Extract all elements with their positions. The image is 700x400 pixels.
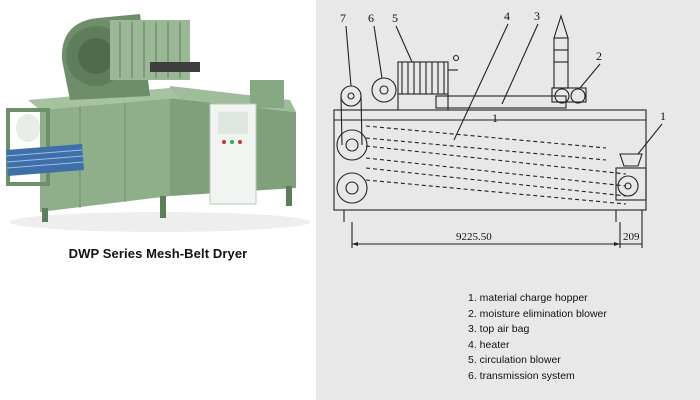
charge-hopper-1: [615, 167, 647, 201]
callout-6: 6: [368, 11, 374, 25]
dryer-schematic-diagram: 7 6 5 4 3 2 1 1 9225.50 209: [333, 9, 666, 248]
moisture-blower-2: [551, 87, 587, 103]
callout-1-outer: 1: [660, 109, 666, 123]
roller-bottom-left: [336, 172, 368, 204]
callout-2: 2: [596, 49, 602, 63]
callout-1-inner: 1: [492, 111, 498, 125]
callout-3: 3: [534, 9, 540, 23]
parts-legend: 1. material charge hopper 2. moisture el…: [468, 291, 607, 385]
heater-5: [397, 61, 449, 95]
callout-4: 4: [504, 9, 510, 23]
product-caption: DWP Series Mesh-Belt Dryer: [68, 246, 248, 261]
legend-item: 4. heater: [468, 338, 510, 351]
schematic-panel: 7 6 5 4 3 2 1 1 9225.50 209 1. material …: [316, 0, 700, 400]
legend-item: 1. material charge hopper: [468, 292, 588, 304]
top-air-bag-3: [435, 95, 567, 109]
circulation-blower-6: [371, 77, 397, 103]
pulley-7: [340, 85, 362, 107]
legend-item: 6. transmission system: [468, 369, 575, 382]
legend-item: 2. moisture elimination blower: [468, 307, 607, 320]
dimension-main-length: 9225.50: [456, 231, 492, 243]
mesh-belt-dryer-photo: [5, 14, 310, 232]
callout-7: 7: [340, 11, 346, 25]
chimney: [553, 37, 569, 89]
product-photo-panel: DWP Series Mesh-Belt Dryer: [0, 0, 316, 400]
dimension-end-length: 209: [623, 231, 640, 243]
legend-item: 3. top air bag: [468, 323, 530, 336]
legend-item: 5. circulation blower: [468, 354, 561, 367]
roller-top-left: [336, 129, 368, 161]
callout-5: 5: [392, 11, 398, 25]
dryer-housing: [333, 109, 647, 211]
